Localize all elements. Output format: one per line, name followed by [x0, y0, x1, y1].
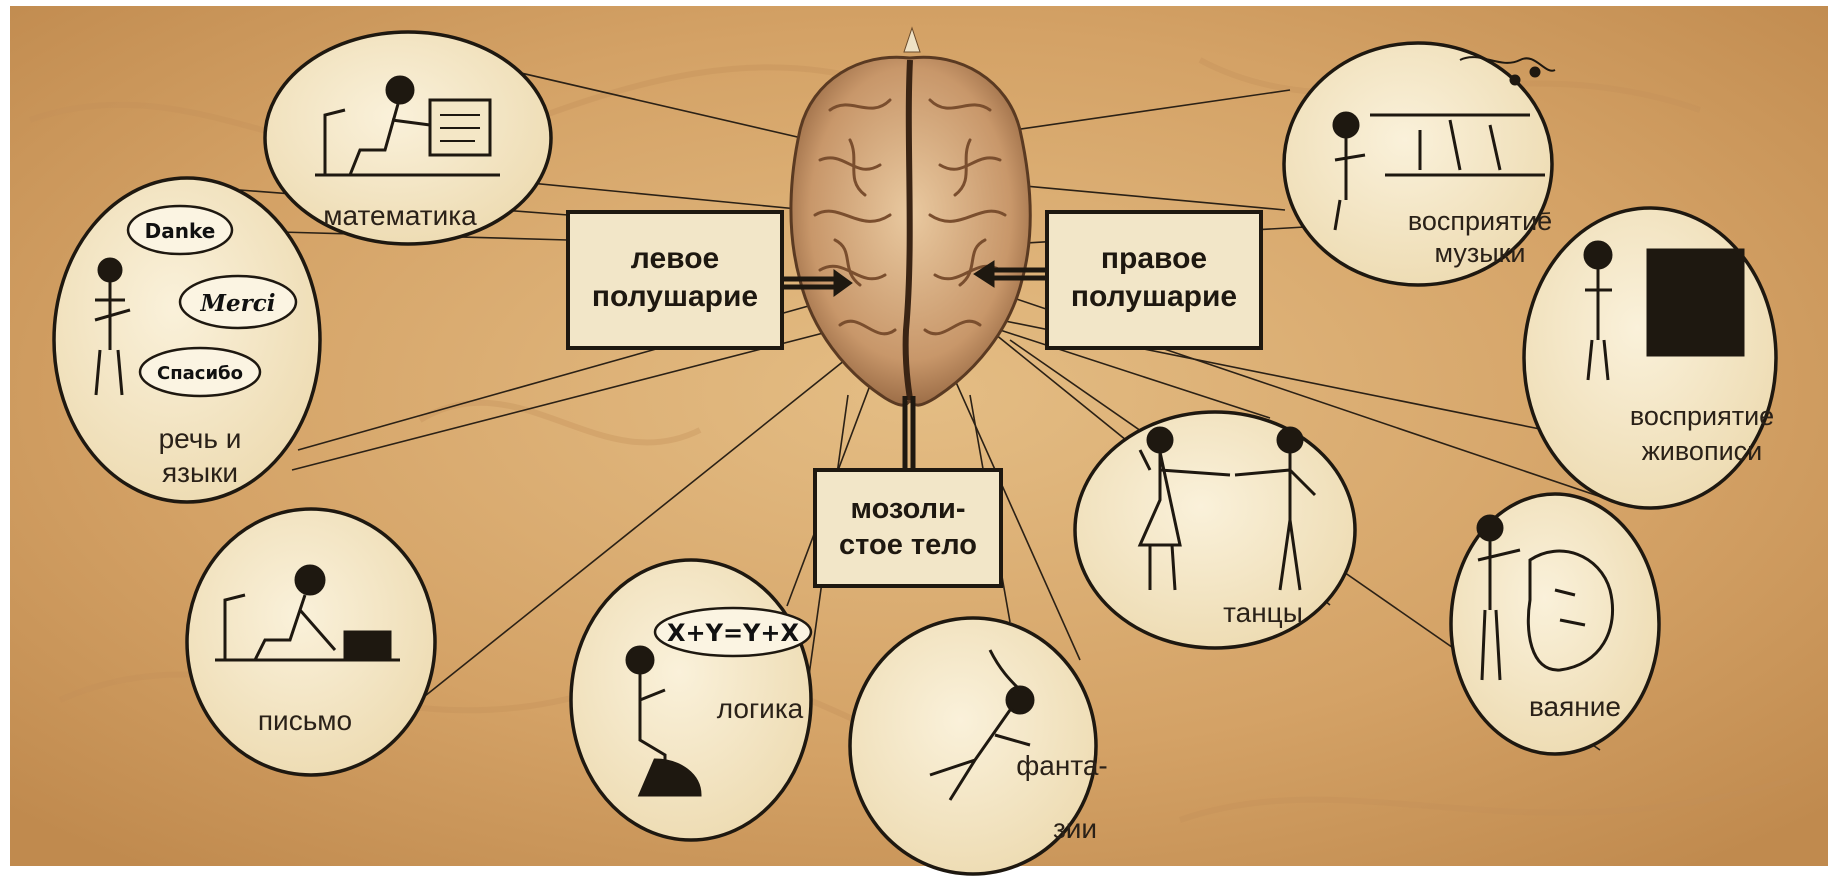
math-label: математика [323, 200, 477, 231]
left-hemisphere-box: левое полушарие [568, 212, 782, 348]
equation-bubble: X+Y=Y+X [655, 608, 811, 656]
spasibo-text: Спасибо [157, 363, 243, 384]
danke-text: Danke [145, 219, 216, 243]
speech-bubble-merci: Merci [180, 276, 296, 328]
corpus-callosum-label-line1: мозоли- [851, 493, 966, 525]
writing-oval: письмо [187, 509, 435, 775]
painting-label-line1: восприятие [1630, 401, 1774, 431]
speech-label-line2: языки [162, 457, 238, 488]
math-oval: математика [265, 32, 551, 244]
left-hemisphere-label-line2: полушарие [592, 280, 758, 313]
speech-label-line1: речь и [159, 423, 242, 454]
fantasy-label-line2: зии [1053, 813, 1097, 844]
sculpture-label: ваяние [1529, 691, 1621, 722]
sculpture-oval: ваяние [1451, 494, 1659, 754]
equation-text: X+Y=Y+X [667, 619, 800, 647]
right-hemisphere-label-line1: правое [1101, 242, 1207, 275]
speech-bubble-spasibo: Спасибо [140, 348, 260, 396]
dance-oval: танцы [1075, 412, 1355, 648]
logic-oval: X+Y=Y+X логика [571, 560, 811, 840]
writing-label: письмо [258, 705, 352, 736]
music-oval: восприятие музыки [1284, 43, 1555, 285]
right-hemisphere-label-line2: полушарие [1071, 280, 1237, 313]
music-label-line2: музыки [1434, 238, 1525, 268]
merci-text: Merci [200, 290, 276, 317]
music-label-line1: восприятие [1408, 206, 1552, 236]
speech-oval: Danke Merci Спасибо речь и языки [54, 178, 320, 502]
fantasy-label-line1: фанта- [1016, 750, 1107, 781]
right-hemisphere-box: правое полушарие [1047, 212, 1261, 348]
corpus-callosum-label-line2: стое тело [839, 529, 977, 561]
dance-label: танцы [1223, 597, 1303, 628]
corpus-callosum-box: мозоли- стое тело [815, 470, 1001, 586]
left-hemisphere-label-line1: левое [631, 242, 719, 275]
logic-label: логика [717, 693, 804, 724]
speech-bubble-danke: Danke [128, 206, 232, 254]
painting-label-line2: живописи [1642, 436, 1763, 466]
painting-oval: восприятие живописи [1524, 208, 1776, 508]
